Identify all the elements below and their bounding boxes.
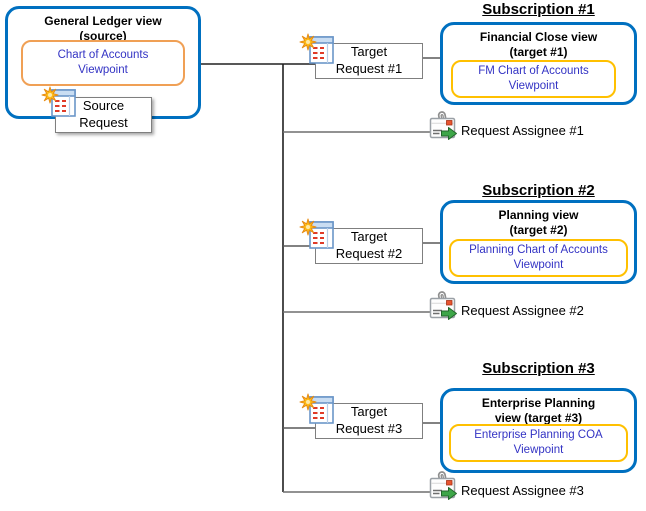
assignee-mail-icon — [426, 290, 460, 324]
new-request-icon — [41, 86, 77, 120]
target-request-1-label: Target Request #1 — [335, 44, 403, 76]
target-1-viewpoint-box: FM Chart of Accounts Viewpoint — [451, 60, 616, 98]
request-assignee-1-label: Request Assignee #1 — [461, 123, 584, 138]
target-request-2-label: Target Request #2 — [335, 229, 403, 261]
assignee-mail-icon — [426, 470, 460, 504]
assignee-mail-icon — [426, 110, 460, 144]
subscription-2-heading: Subscription #2 — [482, 182, 595, 199]
target-3-viewpoint-box: Enterprise Planning COA Viewpoint — [449, 424, 628, 462]
target-1-view-title: Financial Close view (target #1) — [479, 30, 598, 59]
target-request-3-label: Target Request #3 — [335, 404, 403, 436]
source-request-label: Source Request — [79, 98, 128, 130]
request-assignee-3-label: Request Assignee #3 — [461, 483, 584, 498]
target-2-viewpoint-label: Planning Chart of Accounts Viewpoint — [469, 244, 608, 271]
target-2-viewpoint-box: Planning Chart of Accounts Viewpoint — [449, 239, 628, 277]
new-request-icon — [299, 218, 335, 252]
subscription-1-heading: Subscription #1 — [482, 1, 595, 18]
source-viewpoint-box: Chart of Accounts Viewpoint — [21, 40, 185, 86]
source-view-title: General Ledger view (source) — [44, 14, 162, 43]
request-assignee-2-label: Request Assignee #2 — [461, 303, 584, 318]
new-request-icon — [299, 33, 335, 67]
target-3-viewpoint-label: Enterprise Planning COA Viewpoint — [474, 429, 603, 456]
target-3-view-title: Enterprise Planning view (target #3) — [481, 396, 596, 425]
target-1-viewpoint-label: FM Chart of Accounts Viewpoint — [478, 65, 589, 92]
subscription-3-heading: Subscription #3 — [482, 360, 595, 377]
target-request-1-box: Target Request #1 — [315, 43, 423, 79]
target-2-view-title: Planning view (target #2) — [498, 208, 579, 237]
new-request-icon — [299, 393, 335, 427]
source-viewpoint-label: Chart of Accounts Viewpoint — [57, 49, 149, 76]
